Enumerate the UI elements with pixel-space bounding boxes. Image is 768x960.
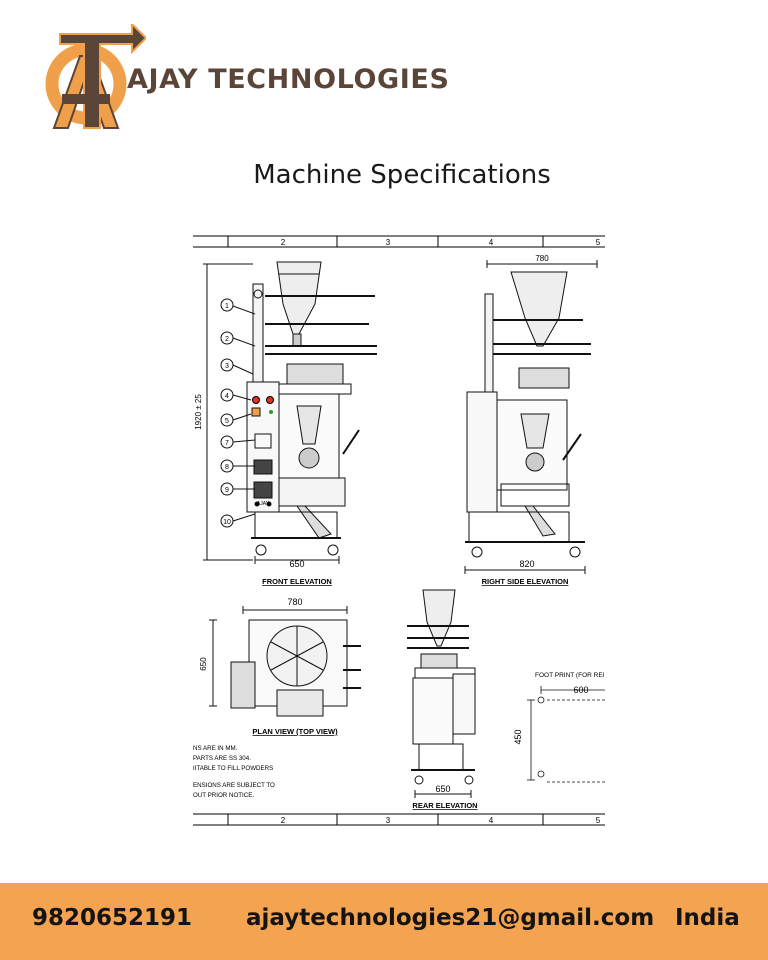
front-elevation-view <box>203 261 377 564</box>
callout-number: 1 <box>225 303 229 310</box>
note-line: IITABLE TO FILL POWDERS <box>193 765 273 772</box>
machine-drawing: 2 3 4 5 2 3 4 5 <box>193 235 605 826</box>
callout-number: 4 <box>225 393 229 400</box>
page-title: Machine Specifications <box>253 160 551 190</box>
grid-label: 3 <box>386 238 391 247</box>
grid-label: 2 <box>281 816 286 825</box>
company-logo <box>45 24 146 129</box>
dim-plan-width: 780 <box>287 597 302 607</box>
label-rear-elevation: REAR ELEVATION <box>412 801 477 810</box>
dim-footprint-depth: 450 <box>513 729 523 744</box>
dim-front-height: 1920 ± 25 <box>194 394 203 430</box>
phone-number[interactable]: 9820652191 <box>32 905 193 931</box>
company-name: AJAY TECHNOLOGIES <box>127 64 450 95</box>
country: India <box>675 905 740 931</box>
dim-front-width: 650 <box>289 559 304 569</box>
callout-number: 9 <box>225 487 229 494</box>
dim-rear-width: 650 <box>435 784 450 794</box>
grid-label: 4 <box>489 816 494 825</box>
callout-number: 3 <box>225 363 229 370</box>
footprint-label: FOOT PRINT (FOR REI <box>535 672 605 679</box>
panel-logo: AJAY <box>257 501 270 507</box>
bottom-border <box>193 813 605 826</box>
dim-side-bottom: 820 <box>519 559 534 569</box>
note-line: ENSIONS ARE SUBJECT TO <box>193 782 275 789</box>
contact-footer: 9820652191 ajaytechnologies21@gmail.com … <box>0 883 768 960</box>
grid-label: 2 <box>281 238 286 247</box>
callout-number: 8 <box>225 464 229 471</box>
label-side-elevation: RIGHT SIDE ELEVATION <box>482 577 569 586</box>
grid-label: 3 <box>386 816 391 825</box>
dim-plan-depth: 650 <box>199 657 208 671</box>
callout-number: 5 <box>225 418 229 425</box>
label-plan-view: PLAN VIEW (TOP VIEW) <box>252 727 338 736</box>
email-address[interactable]: ajaytechnologies21@gmail.com <box>246 905 655 931</box>
callout-number: 10 <box>223 519 231 526</box>
plan-view <box>209 606 361 717</box>
rear-elevation-view <box>407 589 476 798</box>
dim-footprint-width: 600 <box>573 685 588 695</box>
label-front-elevation: FRONT ELEVATION <box>262 577 332 586</box>
callout-number: 2 <box>225 336 229 343</box>
note-line: NS ARE IN MM. <box>193 745 238 752</box>
top-border <box>193 235 605 248</box>
note-line: OUT PRIOR NOTICE. <box>193 792 254 799</box>
note-line: PARTS ARE SS 304. <box>193 755 251 762</box>
side-elevation-view <box>464 260 598 574</box>
callout-number: 7 <box>225 440 229 447</box>
grid-label: 5 <box>596 816 601 825</box>
dim-side-top: 780 <box>535 254 549 263</box>
grid-label: 5 <box>596 238 601 247</box>
grid-label: 4 <box>489 238 494 247</box>
footprint-view <box>527 686 605 783</box>
